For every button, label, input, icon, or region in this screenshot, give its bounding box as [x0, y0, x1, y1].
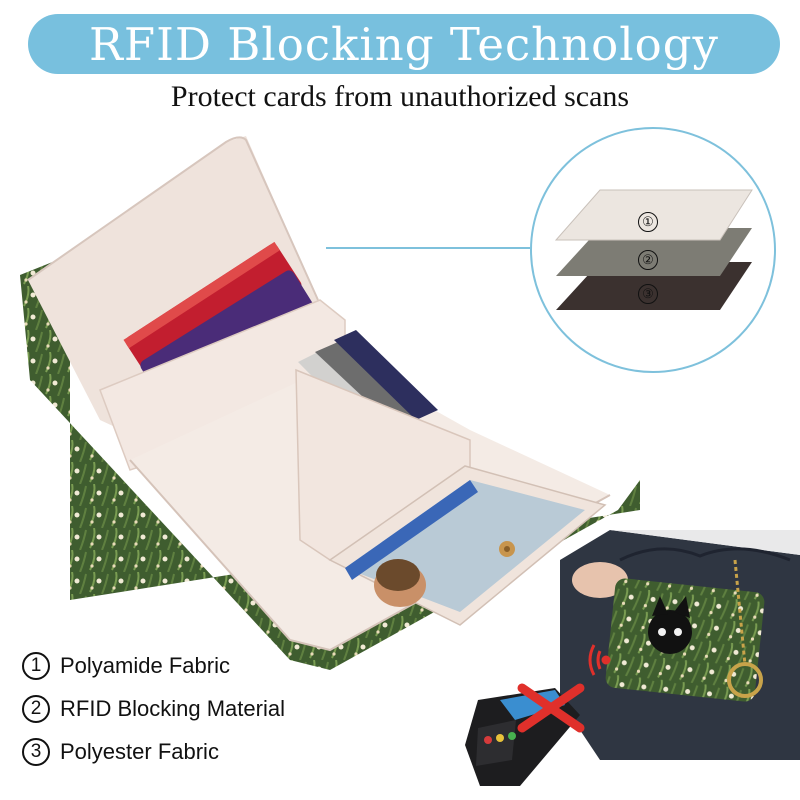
subtitle: Protect cards from unauthorized scans [170, 80, 630, 113]
materials-legend: 1 Polyamide Fabric 2 RFID Blocking Mater… [22, 644, 285, 773]
legend-number-1: 1 [22, 651, 50, 680]
hand [572, 562, 628, 598]
key-chain [733, 559, 747, 666]
card-terminal [465, 683, 585, 786]
id-window [328, 465, 607, 626]
legend-item-1: 1 Polyamide Fabric [22, 644, 285, 687]
layer-2-number: ② [638, 250, 658, 270]
pocket-photo [560, 530, 800, 760]
wallet [20, 136, 640, 670]
legend-item-3: 3 Polyester Fabric [22, 730, 285, 773]
legend-label-3: Polyester Fabric [60, 738, 219, 764]
legend-label-2: RFID Blocking Material [60, 695, 285, 721]
legend-label-1: Polyamide Fabric [60, 652, 230, 678]
legend-item-2: 2 RFID Blocking Material [22, 687, 285, 730]
layer-1-number: ① [638, 212, 658, 232]
legend-number-2: 2 [22, 694, 50, 723]
black-cat [648, 610, 692, 654]
blocked-x-icon [517, 683, 585, 733]
legend-number-3: 3 [22, 737, 50, 766]
layer-3-number: ③ [638, 284, 658, 304]
signal-icon [588, 644, 611, 676]
banner-title: RFID Blocking Technology [89, 17, 719, 71]
terminal-screen [500, 690, 565, 720]
layer-zoom [530, 127, 776, 373]
key-ring [727, 662, 763, 698]
title-banner: RFID Blocking Technology [28, 14, 780, 74]
